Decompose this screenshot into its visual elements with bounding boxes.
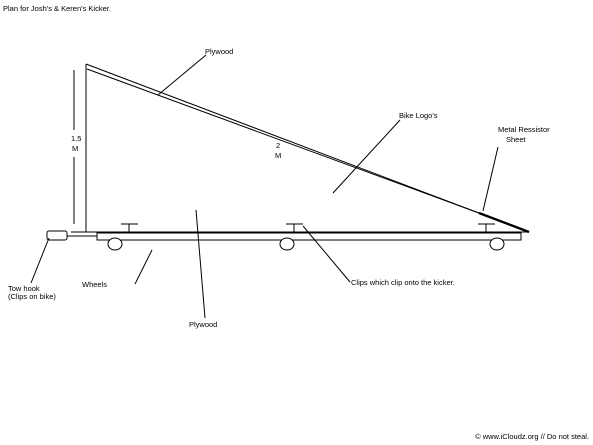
base-board <box>96 232 522 241</box>
metal-resistor-sheet <box>478 211 530 234</box>
wheels-label: Wheels <box>82 280 107 289</box>
leader-bike-logos <box>332 119 401 194</box>
tow-hook-label-line2: (Clips on bike) <box>8 292 56 301</box>
leader-tow-hook <box>30 237 50 284</box>
slope-dimension-value: 2 <box>276 141 280 150</box>
ramp-surface-lower <box>86 68 480 214</box>
slope-dimension-unit: M <box>275 151 281 160</box>
bike-logos-label: Bike Logo's <box>399 111 438 120</box>
metal-resistor-label-line2: Sheet <box>506 135 527 144</box>
diagram-title: Plan for Josh's & Keren's Kicker. <box>3 4 111 13</box>
leader-wheels <box>134 249 153 285</box>
copyright-footer: © www.iCloudz.org // Do not steal. <box>475 432 589 441</box>
leader-lines <box>30 54 499 319</box>
metal-resistor-label-line1: Metal Ressistor <box>498 125 550 134</box>
wheels <box>107 237 505 251</box>
ramp-structure <box>85 63 530 234</box>
clip-icon <box>121 223 138 232</box>
height-dimension-unit: M <box>72 144 78 153</box>
slope-dimension: 2 M <box>275 141 281 160</box>
wheel-icon <box>279 237 295 251</box>
clips-label: Clips which clip onto the kicker. <box>351 278 455 287</box>
clips <box>121 223 495 232</box>
height-dimension-value: 1.5 <box>71 134 81 143</box>
wheel-icon <box>489 237 505 251</box>
wheel-icon <box>107 237 123 251</box>
leader-plywood-top <box>157 54 207 96</box>
height-dimension: 1.5 M <box>71 70 81 224</box>
plywood-bottom-label: Plywood <box>189 320 217 329</box>
leader-plywood-bottom <box>195 209 206 319</box>
tow-hook-icon <box>46 230 68 241</box>
clip-icon <box>478 223 495 232</box>
tow-hook-label-line1: Tow hook <box>8 284 40 293</box>
leader-clips <box>302 225 351 283</box>
plywood-top-label: Plywood <box>205 47 233 56</box>
leader-metal-sheet <box>482 146 499 212</box>
clip-icon <box>286 223 303 232</box>
